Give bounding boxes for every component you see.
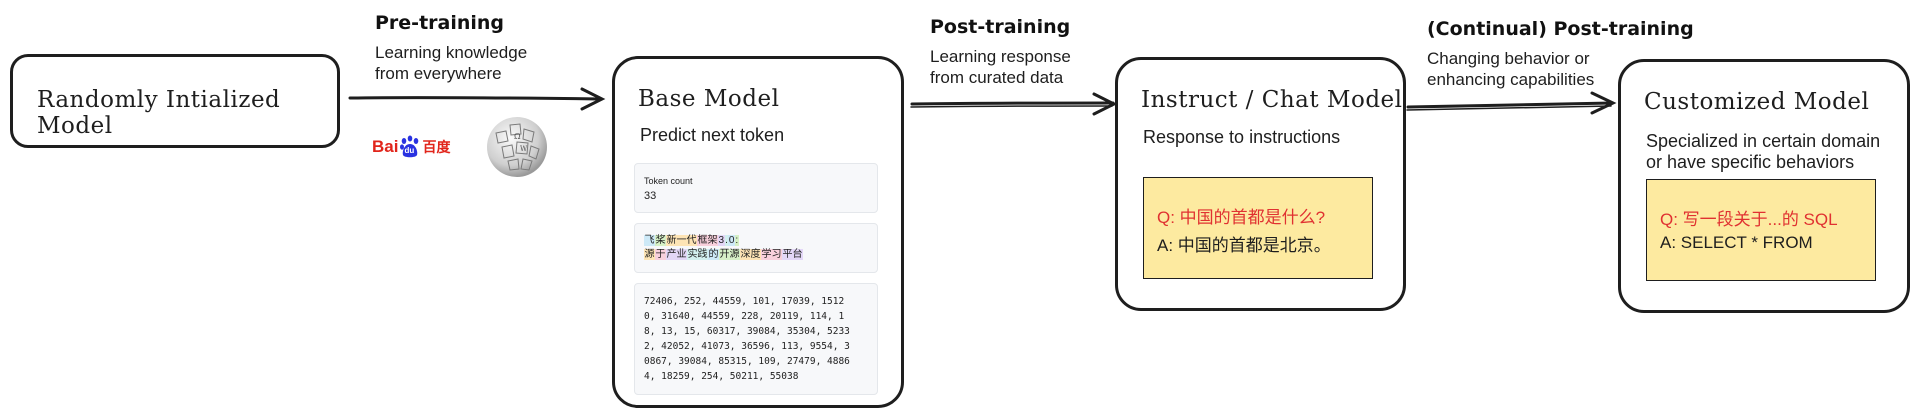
- token-chip: 实践: [687, 249, 708, 260]
- base-model-desc: Predict next token: [640, 125, 785, 145]
- baidu-logo: Bai du 百度: [372, 134, 450, 160]
- token-ids-line: 0, 31640, 44559, 228, 20119, 114, 1: [644, 311, 845, 322]
- token-chip: 产业: [666, 249, 687, 260]
- stage-desc-line: Learning knowledge: [375, 43, 528, 62]
- instruct-qa-box: Q: 中国的首都是什么? A: 中国的首都是北京。: [1143, 177, 1373, 279]
- custom-model-title: Customized Model: [1644, 89, 1870, 115]
- stage-title-posttraining: Post-training: [930, 16, 1071, 38]
- token-count-label: Token count: [644, 176, 693, 186]
- custom-model-desc-line: Specialized in certain domain: [1646, 131, 1881, 151]
- stage-desc-posttraining: Learning response from curated data: [930, 46, 1071, 88]
- svg-text:W: W: [520, 145, 528, 153]
- token-ids-line: 0867, 39084, 85315, 109, 27479, 4886: [644, 356, 850, 367]
- token-chip: 框架: [697, 235, 718, 246]
- stage-desc-line: Changing behavior or: [1427, 49, 1590, 68]
- instruct-model-title: Instruct / Chat Model: [1141, 87, 1403, 113]
- token-chip: 桨: [655, 235, 666, 246]
- token-ids: 72406, 252, 44559, 101, 17039, 1512 0, 31…: [644, 294, 850, 384]
- token-chip: 源: [644, 249, 655, 260]
- instruct-model-box: Instruct / Chat Model Response to instru…: [1115, 57, 1406, 311]
- tokenized-text: 飞桨新一代框架3.0: 源于产业实践的开源深度学习平台: [644, 234, 803, 262]
- arrow-continual: [1406, 91, 1617, 115]
- tokenized-line-1: 飞桨新一代框架3.0:: [644, 234, 803, 248]
- token-count-panel: Token count 33: [634, 163, 878, 213]
- stage-desc-continual: Changing behavior or enhancing capabilit…: [1427, 48, 1594, 90]
- baidu-paw-icon: du: [399, 135, 421, 159]
- baidu-logo-cn: 百度: [422, 140, 451, 156]
- custom-qa-box: Q: 写一段关于...的 SQL A: SELECT * FROM: [1646, 179, 1876, 281]
- arrow-posttraining: [910, 92, 1118, 116]
- random-model-box: Randomly Intialized Model: [10, 54, 340, 148]
- token-chip: .: [724, 235, 729, 246]
- wikipedia-globe-icon: Ω W: [484, 115, 550, 183]
- stage-desc-line: Learning response: [930, 47, 1071, 66]
- instruct-model-desc: Response to instructions: [1143, 127, 1341, 147]
- stage-title-continual: (Continual) Post-training: [1427, 18, 1694, 40]
- custom-answer: A: SELECT * FROM: [1660, 233, 1813, 252]
- random-model-label: Randomly Intialized Model: [37, 87, 281, 139]
- stage-desc-line: from everywhere: [375, 64, 502, 83]
- token-chip: 学习: [761, 249, 782, 260]
- token-count-value: 33: [644, 190, 657, 202]
- token-chip: 的: [708, 249, 719, 260]
- token-chip: 飞: [644, 235, 655, 246]
- token-chip: 新一代: [666, 235, 697, 246]
- stage-title-pretraining: Pre-training: [375, 12, 505, 34]
- token-chip: :: [734, 235, 739, 246]
- base-model-title: Base Model: [638, 86, 780, 112]
- token-chip: 深度: [740, 249, 761, 260]
- token-chip: 平台: [782, 249, 803, 260]
- stage-desc-line: enhancing capabilities: [1427, 70, 1595, 89]
- instruct-question: Q: 中国的首都是什么?: [1157, 208, 1326, 227]
- token-ids-line: 2, 42052, 41073, 36596, 113, 9554, 3: [644, 341, 850, 352]
- instruct-answer: A: 中国的首都是北京。: [1157, 236, 1331, 255]
- token-ids-line: 4, 18259, 254, 50211, 55038: [644, 371, 799, 382]
- baidu-logo-text: Bai: [372, 137, 399, 156]
- custom-model-desc-line: or have specific behaviors: [1646, 152, 1855, 172]
- arrow-pretraining: [348, 87, 606, 111]
- token-ids-line: 72406, 252, 44559, 101, 17039, 1512: [644, 296, 845, 307]
- stage-desc-line: from curated data: [930, 68, 1064, 87]
- base-model-box: Base Model Predict next token Token coun…: [612, 56, 904, 408]
- svg-text:Ω: Ω: [514, 132, 521, 141]
- custom-model-desc: Specialized in certain domain or have sp…: [1646, 131, 1880, 173]
- token-chip: 开源: [719, 249, 740, 260]
- token-ids-line: 8, 13, 15, 60317, 39084, 35304, 5233: [644, 326, 850, 337]
- stage-desc-pretraining: Learning knowledge from everywhere: [375, 42, 527, 84]
- baidu-paw-text: du: [404, 146, 415, 155]
- token-chip: 于: [655, 249, 666, 260]
- custom-model-box: Customized Model Specialized in certain …: [1618, 59, 1910, 313]
- tokenized-line-2: 源于产业实践的开源深度学习平台: [644, 248, 803, 262]
- custom-question: Q: 写一段关于...的 SQL: [1660, 210, 1838, 229]
- token-chip: 3: [718, 235, 725, 246]
- token-chip: 0: [728, 235, 735, 246]
- tokenized-text-panel: 飞桨新一代框架3.0: 源于产业实践的开源深度学习平台: [634, 223, 878, 273]
- token-ids-panel: 72406, 252, 44559, 101, 17039, 1512 0, 31…: [634, 283, 878, 395]
